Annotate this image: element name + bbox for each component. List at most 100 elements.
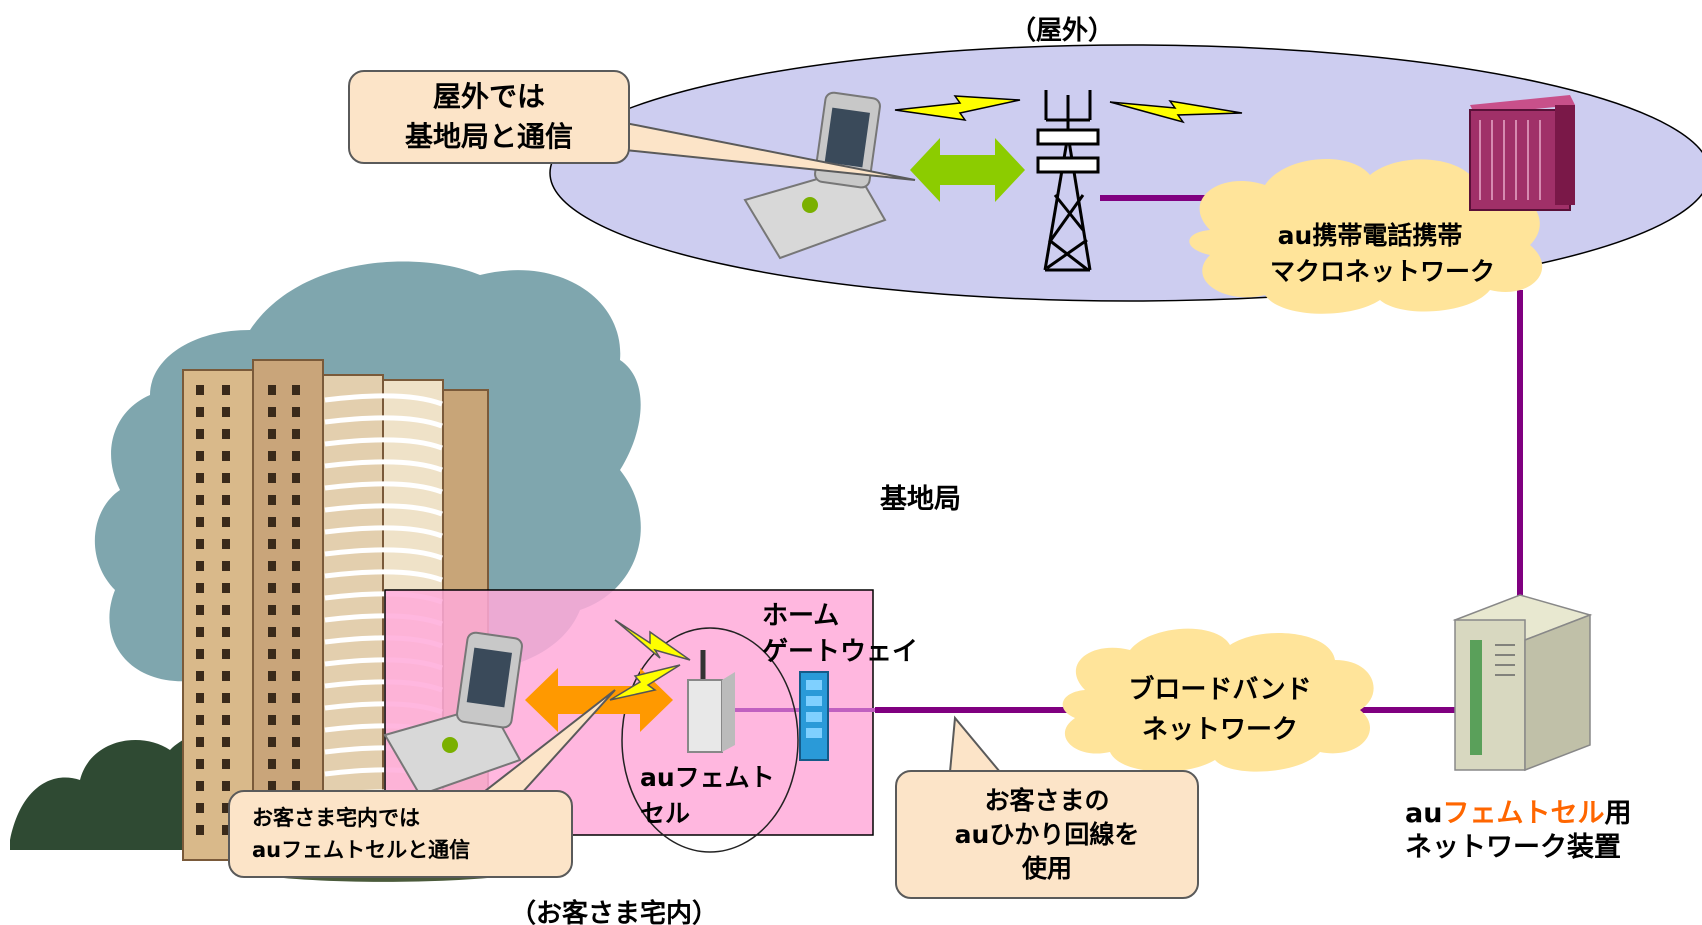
building-window: [222, 385, 230, 395]
building-window: [292, 539, 300, 549]
balcony-line: [324, 547, 443, 561]
building-window: [292, 583, 300, 593]
outdoor-comm-callout: 屋外では 基地局と通信: [348, 70, 630, 164]
macro-network-equipment-icon: [1469, 95, 1575, 211]
building-window: [292, 605, 300, 615]
macro-network-line2: マクロネットワーク: [1270, 257, 1496, 286]
green-double-arrow: [910, 138, 1025, 202]
fiber-line3: 使用: [1021, 853, 1072, 883]
fiber-line2: auひかり回線を: [954, 819, 1140, 849]
building-window: [222, 671, 230, 681]
building-window: [268, 429, 276, 439]
building-window: [222, 605, 230, 615]
building-window: [292, 693, 300, 703]
building-window: [222, 407, 230, 417]
building-window: [196, 671, 204, 681]
building-window: [268, 407, 276, 417]
building-window: [268, 759, 276, 769]
building-window: [268, 473, 276, 483]
building-window: [222, 627, 230, 637]
building-window: [268, 715, 276, 725]
building-window: [292, 781, 300, 791]
femtocell-label: auフェムト セル: [640, 760, 775, 832]
building-window: [222, 649, 230, 659]
fiber-callout: お客さまの auひかり回線を 使用: [895, 770, 1199, 899]
network-equipment-label: auフェムトセル用 ネットワーク装置: [1405, 797, 1631, 865]
building-window: [222, 759, 230, 769]
building-window: [268, 385, 276, 395]
building-window: [196, 561, 204, 571]
building-window: [292, 759, 300, 769]
building-window: [196, 825, 204, 835]
building-window: [222, 473, 230, 483]
building-window: [196, 649, 204, 659]
equipment-prefix: au: [1405, 798, 1443, 829]
fiber-callout-pointer: [948, 715, 1003, 773]
lightning-bolt-indoor-bottom: [609, 664, 681, 701]
mobile-phone-indoor-icon: [383, 631, 523, 797]
broadband-cloud: [1062, 628, 1374, 772]
balcony-line: [324, 481, 443, 495]
building-window: [268, 495, 276, 505]
building-window: [196, 429, 204, 439]
building-window: [292, 451, 300, 461]
broadband-label: ブロードバンド ネットワーク: [1120, 670, 1320, 750]
broadband-line2: ネットワーク: [1141, 715, 1298, 745]
building-window: [222, 825, 230, 835]
building-window: [222, 803, 230, 813]
base-station-label: 基地局: [880, 484, 961, 515]
building-window: [196, 583, 204, 593]
macro-network-label: au携帯電話携帯 マクロネットワーク: [1270, 218, 1496, 290]
equipment-suffix: 用: [1604, 798, 1632, 829]
indoor-comm-line2: auフェムトセルと通信: [252, 838, 471, 862]
building-window: [268, 583, 276, 593]
building-window: [292, 473, 300, 483]
building-window: [222, 737, 230, 747]
building-window: [268, 671, 276, 681]
equipment-highlight: フェムトセル: [1442, 798, 1605, 829]
outdoor-label: （屋外）: [1010, 16, 1115, 46]
building-window: [268, 649, 276, 659]
building-window: [196, 385, 204, 395]
building-window: [292, 715, 300, 725]
building-window: [268, 451, 276, 461]
building-window: [292, 561, 300, 571]
balcony-line: [324, 459, 443, 473]
building-window: [196, 759, 204, 769]
building-window: [292, 407, 300, 417]
building-window: [222, 561, 230, 571]
home-gateway-icon: [799, 671, 829, 761]
balcony-line: [324, 437, 443, 451]
broadband-line1: ブロードバンド: [1128, 675, 1312, 705]
radio-tower-icon: [1036, 90, 1100, 272]
building-window: [196, 803, 204, 813]
building-window: [196, 627, 204, 637]
lightning-bolt-left: [894, 95, 1021, 121]
home-gateway-line1: ホーム: [762, 601, 840, 631]
building-window: [196, 451, 204, 461]
building-window: [196, 517, 204, 527]
building-window: [222, 715, 230, 725]
building-window: [196, 737, 204, 747]
macro-network-cloud: [1189, 158, 1543, 314]
building-window: [196, 495, 204, 505]
femtocell-line1: auフェムト: [640, 763, 775, 792]
network-equipment-line1: auフェムトセル用: [1405, 797, 1631, 831]
building-window: [268, 627, 276, 637]
femtocell-line2: セル: [640, 799, 691, 828]
building-window: [222, 693, 230, 703]
building-window: [268, 539, 276, 549]
lightning-bolt-indoor-top: [614, 619, 691, 661]
outdoor-comm-line2: 基地局と通信: [404, 120, 573, 153]
building-window: [196, 693, 204, 703]
indoor-comm-callout: お客さま宅内では auフェムトセルと通信: [228, 790, 573, 878]
balcony-line: [324, 415, 443, 429]
building-window: [292, 627, 300, 637]
building-window: [268, 561, 276, 571]
building-window: [292, 649, 300, 659]
fiber-line1: お客さまの: [984, 785, 1110, 815]
building-window: [292, 495, 300, 505]
building-window: [196, 605, 204, 615]
